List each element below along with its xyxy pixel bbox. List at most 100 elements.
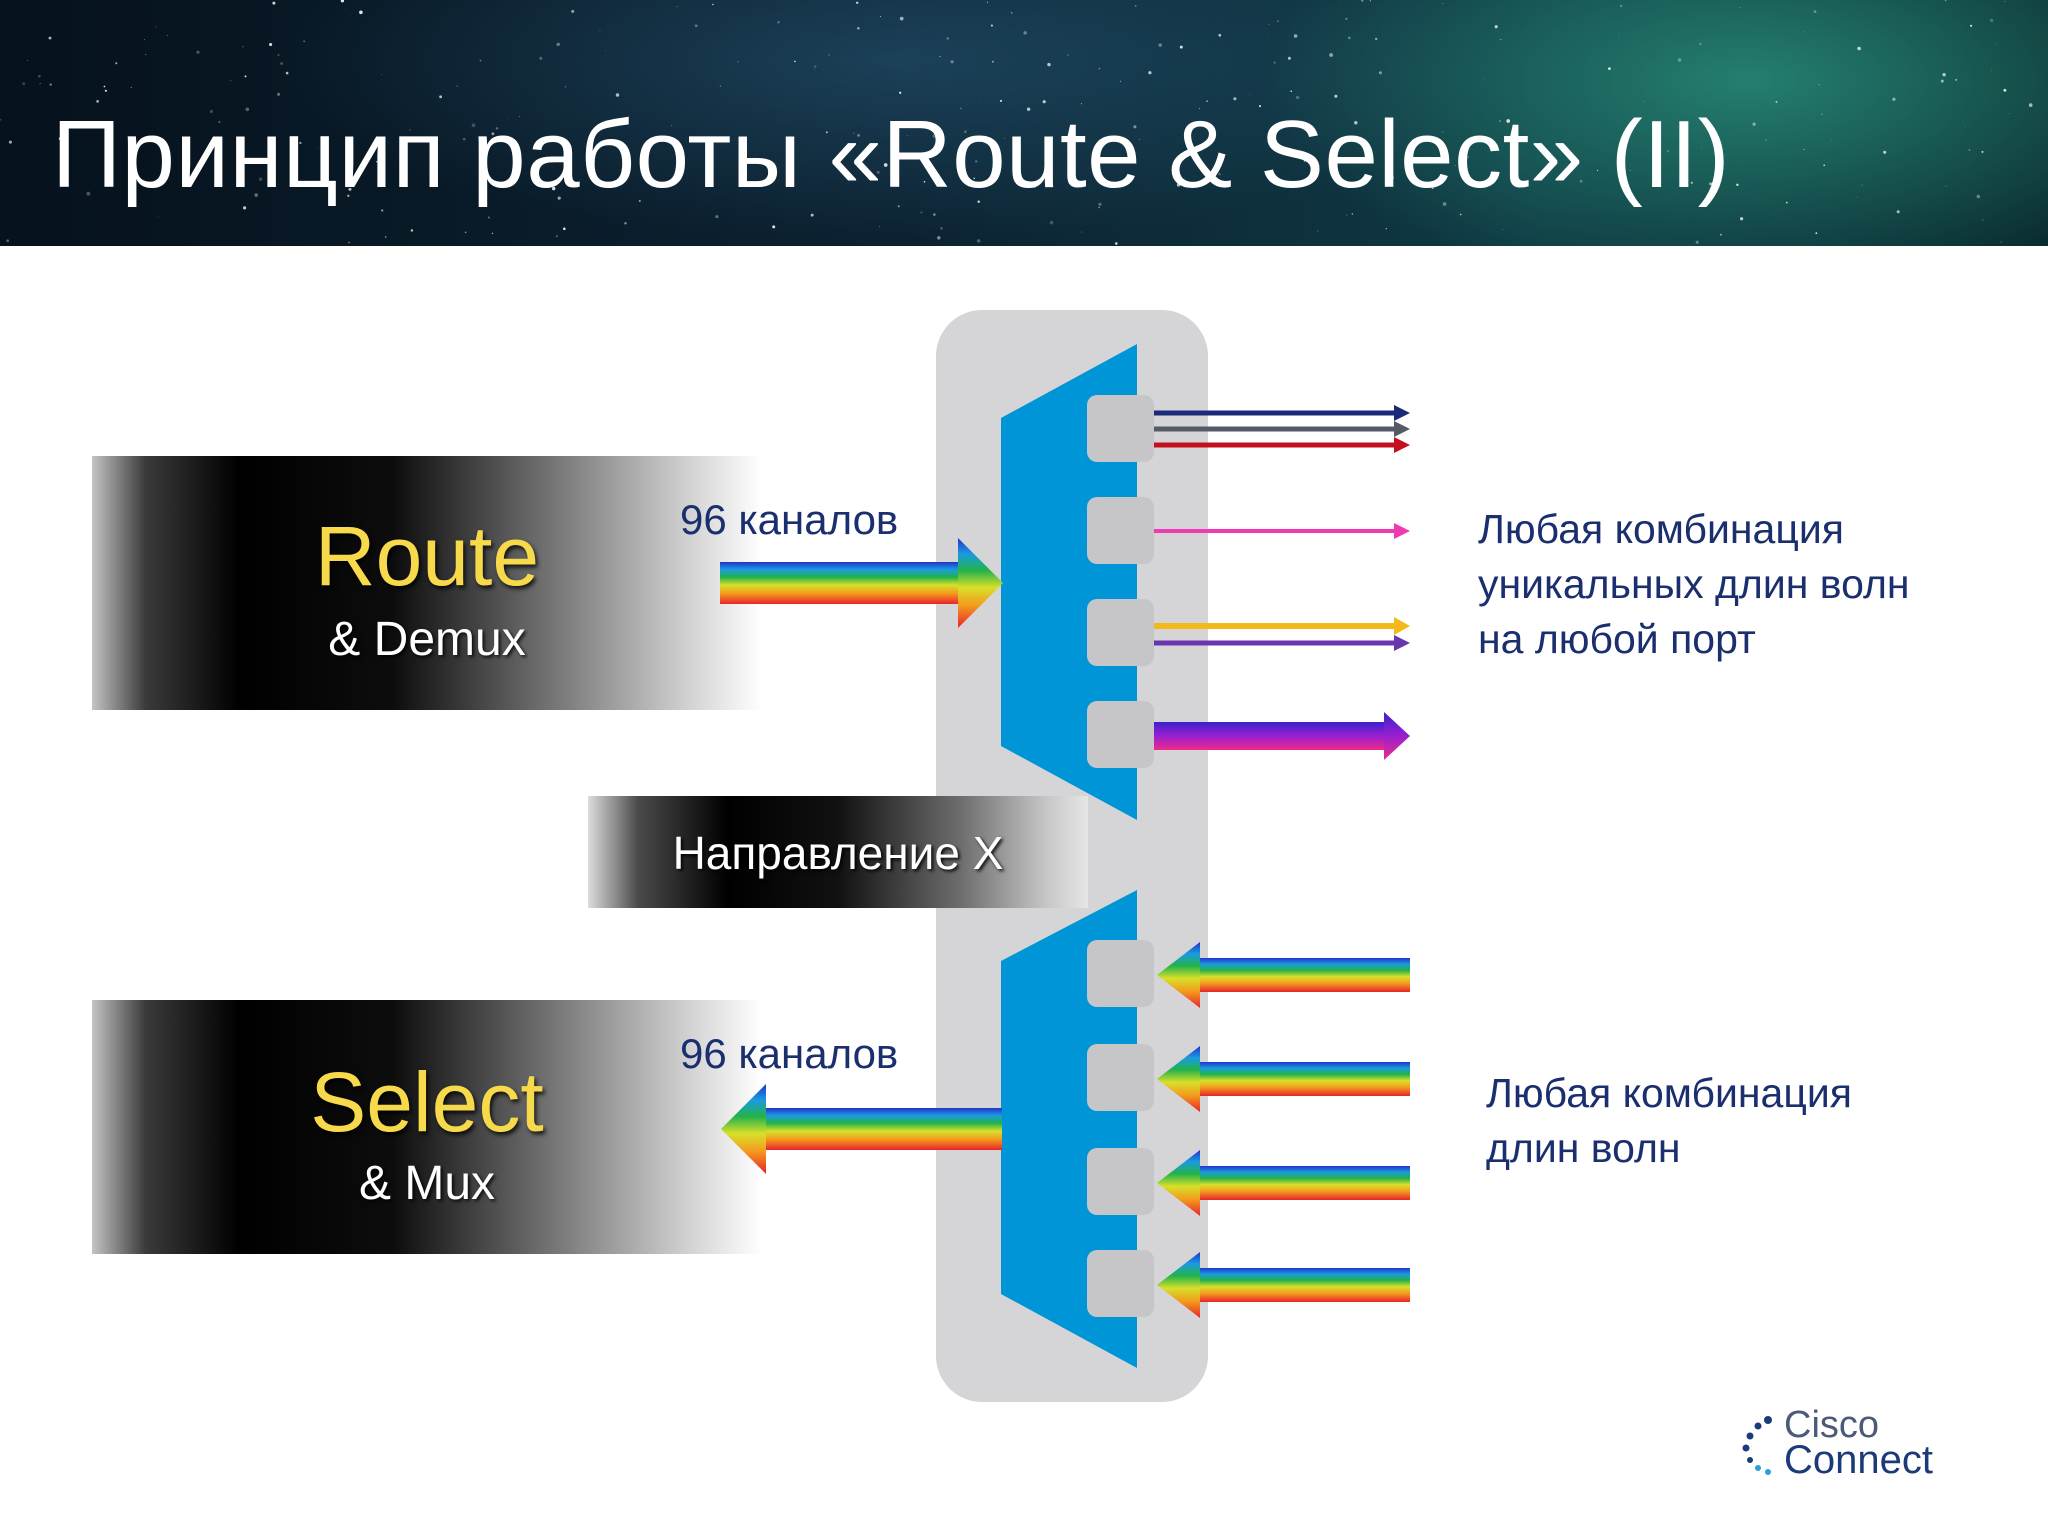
star xyxy=(1199,161,1203,164)
star xyxy=(604,50,606,51)
note-bottom-line-1: Любая комбинация xyxy=(1486,1070,1852,1116)
star xyxy=(1334,94,1338,98)
star xyxy=(1861,184,1863,186)
star xyxy=(1114,242,1118,245)
star xyxy=(1098,202,1102,207)
star xyxy=(1995,43,1997,45)
star xyxy=(855,1,859,5)
star xyxy=(1736,183,1739,187)
star xyxy=(794,60,796,63)
star xyxy=(254,193,258,197)
star xyxy=(1233,97,1237,101)
star xyxy=(1287,56,1291,60)
star xyxy=(1179,45,1183,49)
star xyxy=(1273,61,1276,64)
star xyxy=(1643,100,1645,102)
star xyxy=(1010,12,1013,14)
star xyxy=(932,134,937,138)
star xyxy=(719,85,721,87)
star xyxy=(920,211,923,214)
star xyxy=(1258,105,1262,108)
star xyxy=(456,85,458,87)
star xyxy=(0,118,2,121)
star xyxy=(592,151,595,154)
star xyxy=(1701,147,1702,149)
select-label: Select xyxy=(310,1055,544,1149)
star xyxy=(145,54,147,56)
star xyxy=(899,16,904,21)
star xyxy=(876,170,880,174)
star xyxy=(975,160,978,163)
star xyxy=(1955,78,1958,81)
star xyxy=(737,61,739,63)
star xyxy=(1989,18,1994,23)
port-out-1 xyxy=(1087,395,1154,462)
star xyxy=(439,95,442,99)
star xyxy=(96,100,99,103)
star xyxy=(1454,165,1456,167)
star xyxy=(556,42,560,47)
select-mux-block: Select & Mux xyxy=(92,1000,762,1254)
star xyxy=(1158,43,1162,47)
star xyxy=(907,134,908,136)
star xyxy=(385,236,387,238)
star xyxy=(1892,97,1896,101)
star xyxy=(2000,241,2002,243)
star xyxy=(347,194,350,198)
star xyxy=(280,62,283,65)
star xyxy=(1133,125,1137,129)
star xyxy=(1720,233,1722,236)
star xyxy=(462,137,466,141)
channels-label-top: 96 каналов xyxy=(680,496,899,543)
star xyxy=(2003,88,2007,92)
star xyxy=(49,83,52,86)
star xyxy=(1268,24,1270,25)
star xyxy=(1830,139,1832,141)
star xyxy=(344,8,346,10)
star xyxy=(883,163,888,167)
direction-x-label: Направление X xyxy=(672,827,1004,879)
star xyxy=(990,24,993,27)
header-banner: Принцип работы «Route & Select» (II) xyxy=(0,0,2048,246)
star xyxy=(410,229,414,232)
star xyxy=(939,55,941,58)
star xyxy=(777,21,780,24)
cisco-connect-logo: Cisco Connect xyxy=(1740,1404,1960,1484)
star xyxy=(923,180,926,183)
star xyxy=(1206,100,1208,102)
star xyxy=(471,123,476,128)
star xyxy=(694,24,698,28)
star xyxy=(1494,25,1498,29)
port-out-3 xyxy=(1087,599,1154,666)
star xyxy=(978,101,980,103)
star xyxy=(230,80,232,82)
star xyxy=(1369,0,1372,2)
star xyxy=(1579,179,1583,183)
star xyxy=(986,1,989,3)
star xyxy=(828,53,831,56)
star xyxy=(1629,169,1631,171)
star xyxy=(245,107,250,112)
star xyxy=(826,131,828,134)
star xyxy=(545,234,547,236)
star xyxy=(115,62,118,65)
star xyxy=(1775,100,1778,103)
star xyxy=(1976,194,1981,199)
star xyxy=(39,83,41,85)
star xyxy=(599,29,601,31)
star xyxy=(670,125,672,126)
star xyxy=(933,213,936,216)
star xyxy=(1785,201,1788,204)
star xyxy=(166,34,168,36)
star xyxy=(285,71,289,75)
star xyxy=(897,205,900,208)
star xyxy=(6,239,9,242)
star xyxy=(143,39,145,41)
star xyxy=(973,177,975,180)
star xyxy=(27,59,28,61)
star xyxy=(562,227,566,231)
star xyxy=(1199,108,1201,109)
star xyxy=(1345,214,1348,216)
star xyxy=(638,199,641,203)
note-top-line-2: уникальных длин волн xyxy=(1478,561,1910,607)
